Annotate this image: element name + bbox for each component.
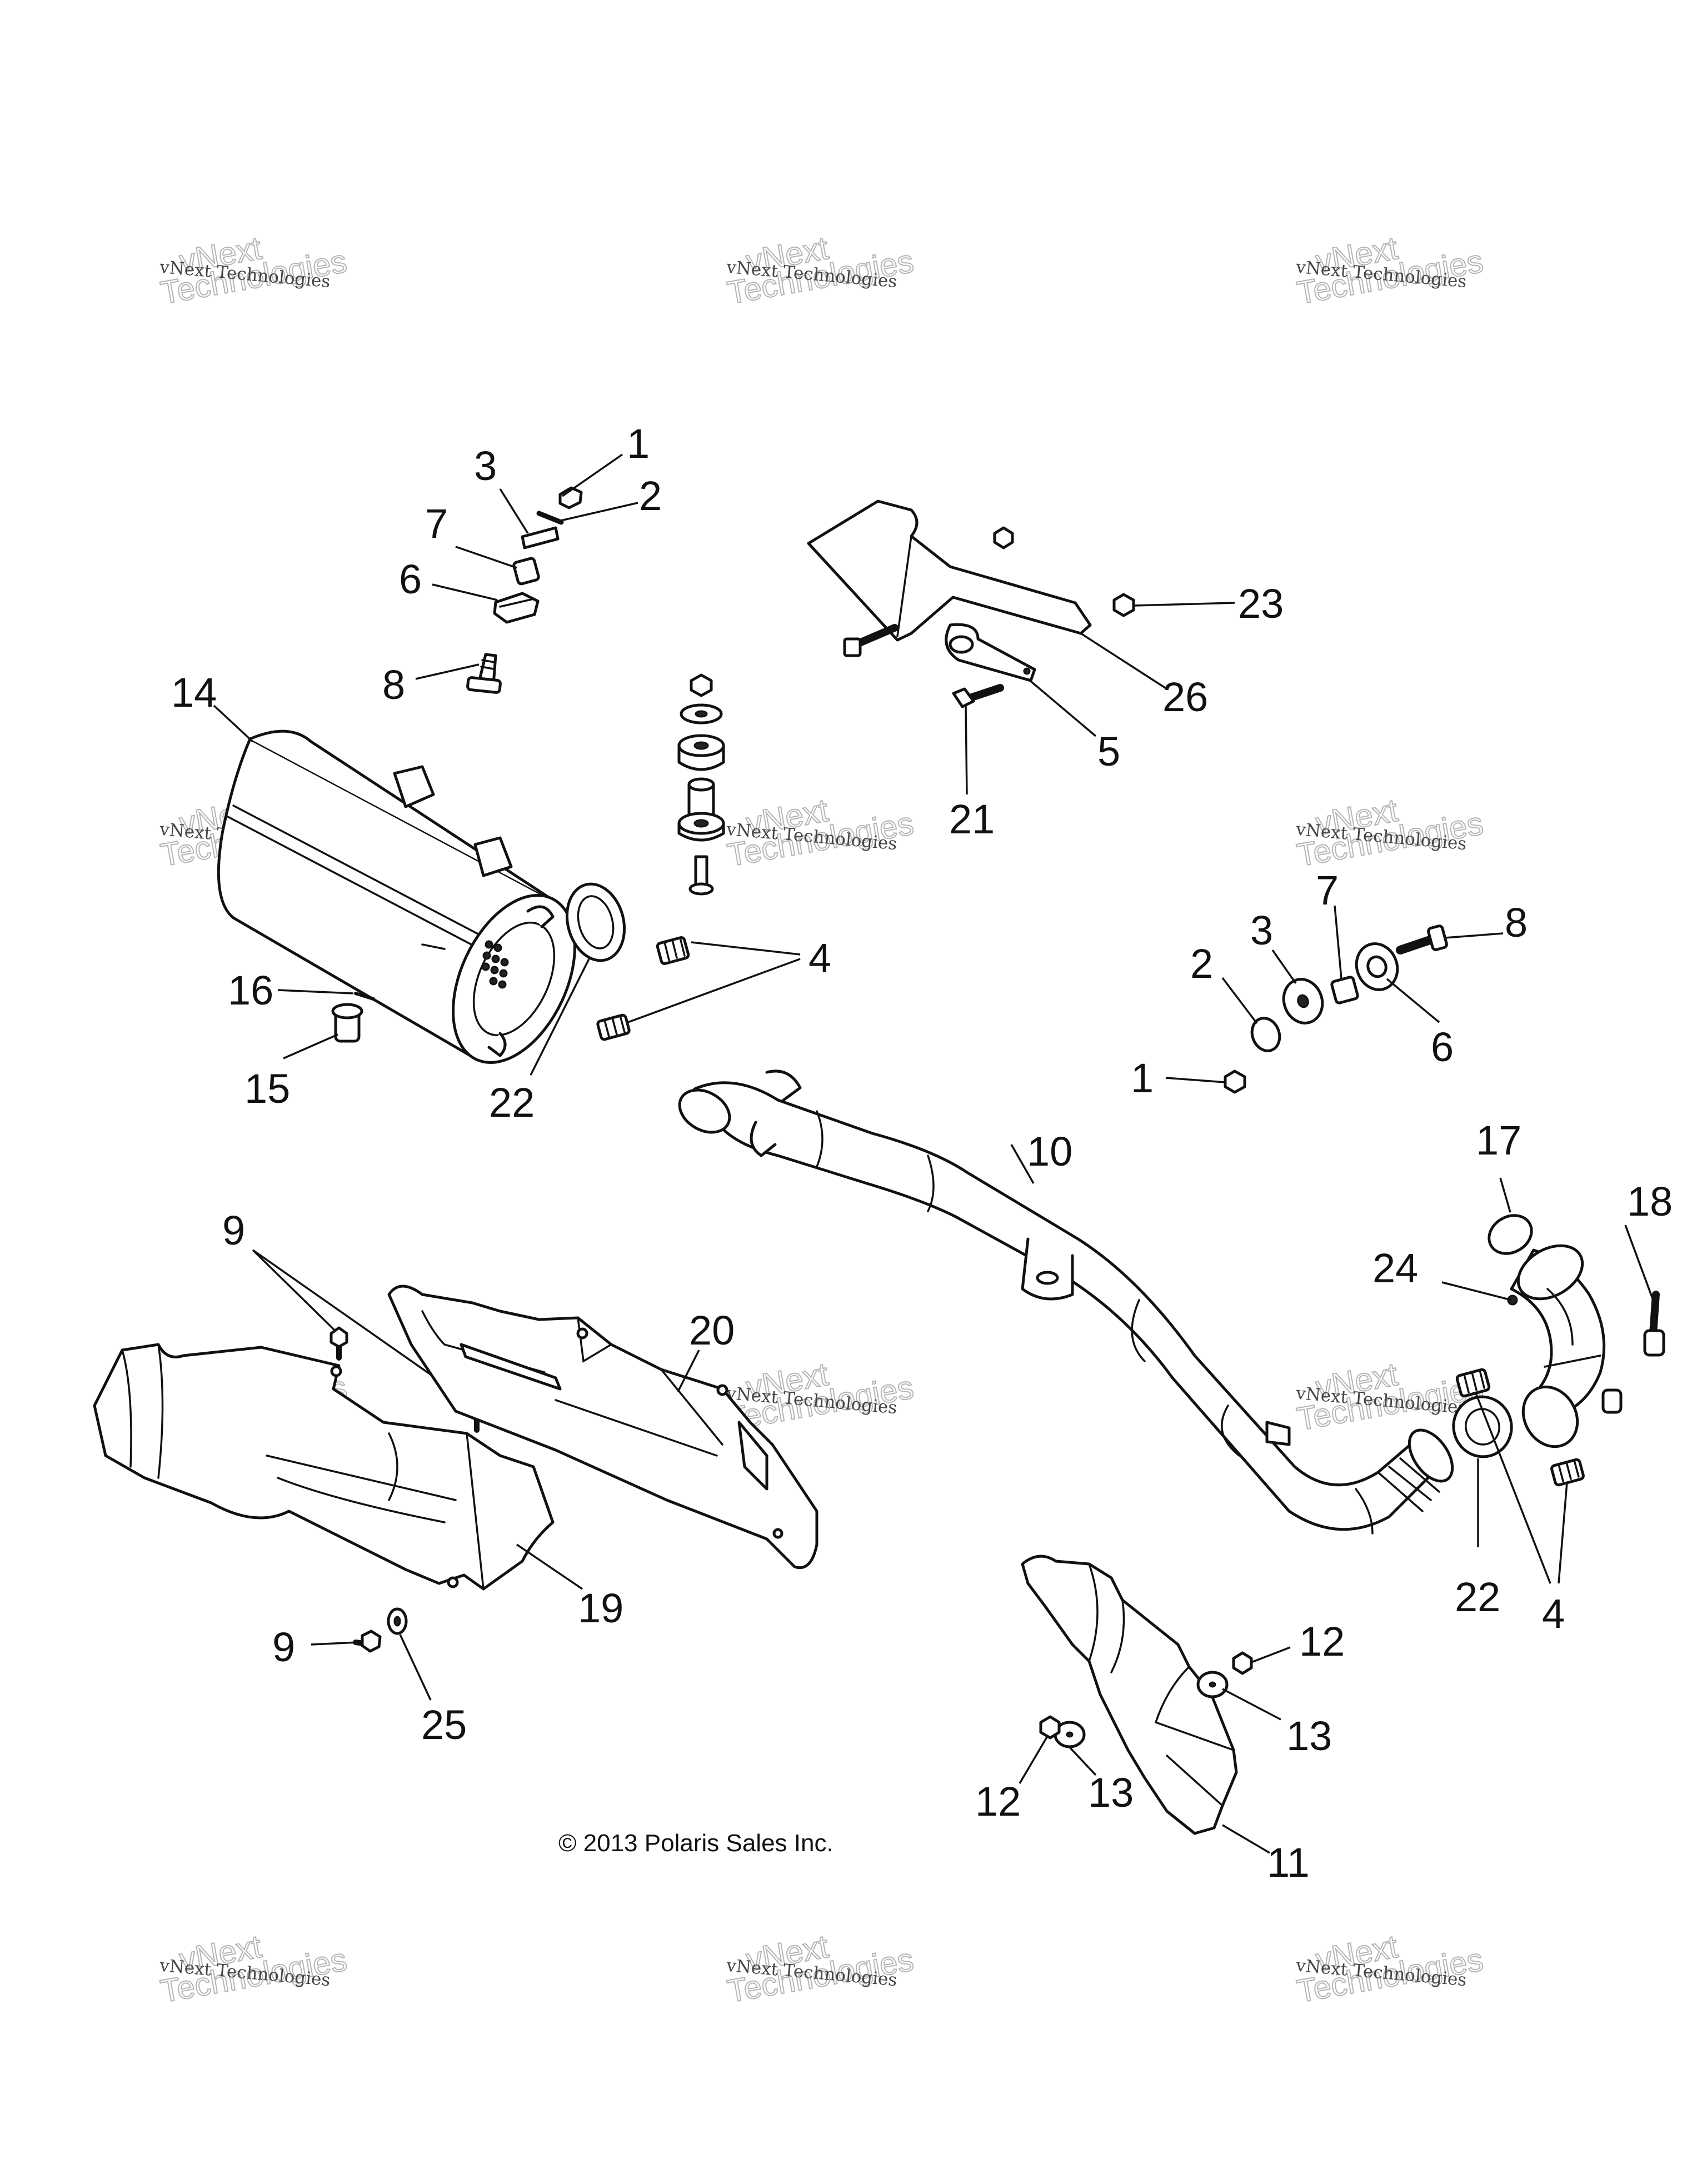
spacer-3-upper [521, 526, 560, 549]
spring-4-lower [596, 1013, 631, 1041]
callout-26: 26 [1162, 674, 1208, 720]
callout-14: 14 [171, 669, 217, 716]
nut-1-right [1224, 1069, 1246, 1094]
muffler-14 [217, 729, 576, 1064]
fitting-15 [331, 1003, 363, 1043]
watermark-bottom-center: vNext Technologies vNext Technologies [724, 1928, 917, 2010]
bushing-7-right [1330, 976, 1359, 1004]
callout-1-upper: 1 [627, 421, 650, 467]
screw-9-lower [353, 1630, 382, 1653]
callout-13-upper: 13 [1286, 1713, 1332, 1759]
copyright-notice: © 2013 Polaris Sales Inc. [558, 1830, 833, 1857]
watermark-mid-right: vNext Technologies vNext Technologies [1294, 792, 1486, 874]
callout-3-right: 3 [1250, 907, 1273, 953]
callout-9-upper: 9 [222, 1207, 245, 1253]
center-mount-stack [677, 673, 725, 896]
callout-6-right: 6 [1431, 1024, 1454, 1070]
callout-11: 11 [1267, 1840, 1310, 1886]
callout-2-upper: 2 [639, 473, 662, 519]
callout-10: 10 [1027, 1128, 1072, 1175]
callout-6-upper: 6 [399, 556, 422, 602]
callout-7-upper: 7 [425, 501, 448, 547]
gasket-17 [1488, 1214, 1533, 1255]
grommet-6-right [1355, 942, 1399, 991]
callout-15: 15 [244, 1066, 290, 1112]
bolt-8-right [1396, 924, 1448, 954]
watermark-mid-center: vNext Technologies vNext Technologies [724, 792, 917, 874]
spring-4-right-upper [1455, 1368, 1491, 1398]
nut-26-top [993, 526, 1014, 549]
bolt-8-upper [466, 653, 502, 694]
callout-22-right: 22 [1455, 1574, 1500, 1620]
nut-12-lower [1039, 1715, 1061, 1740]
callout-13-lower: 13 [1088, 1770, 1134, 1816]
callout-22-left: 22 [489, 1079, 535, 1126]
nut-1-upper [558, 486, 583, 509]
callout-18: 18 [1627, 1178, 1673, 1225]
washer-25 [387, 1607, 408, 1635]
gasket-22-left [565, 882, 626, 962]
elbow-24 [1507, 1244, 1606, 1448]
callout-16: 16 [228, 967, 273, 1013]
clamp-bolt-18-lower [1601, 1388, 1623, 1414]
callout-25: 25 [421, 1702, 467, 1748]
pin-16 [354, 992, 375, 1001]
nut-12-upper [1232, 1651, 1253, 1675]
callout-3-upper: 3 [474, 443, 497, 489]
heat-shield-20 [387, 1285, 818, 1569]
watermark-top-right: vNext Technologies vNext Technologies [1294, 229, 1486, 312]
callout-8-right: 8 [1505, 899, 1528, 946]
bracket-5 [945, 623, 1036, 682]
callout-8-upper: 8 [382, 662, 405, 708]
muffler-outlet-holes [481, 940, 509, 989]
callout-19: 19 [578, 1585, 623, 1631]
heat-shield-11 [1021, 1555, 1238, 1835]
callout-12-lower: 12 [975, 1778, 1021, 1825]
bolt-21 [952, 684, 1004, 708]
callout-4-left: 4 [808, 935, 831, 981]
callout-20: 20 [689, 1307, 735, 1353]
screw-9-upper [330, 1326, 348, 1361]
callout-4-right: 4 [1542, 1591, 1565, 1637]
gasket-22-right [1452, 1395, 1513, 1458]
watermark-bottom-left: vNext Technologies vNext Technologies [157, 1928, 350, 2010]
callout-1-right: 1 [1131, 1055, 1154, 1101]
heat-shield-26 [807, 499, 1092, 642]
callout-7-right: 7 [1316, 867, 1339, 913]
clamp-bolt-18-upper [1643, 1291, 1665, 1357]
watermark-top-left: vNext Technologies vNext Technologies [157, 229, 350, 312]
callout-23: 23 [1238, 581, 1284, 627]
callout-5: 5 [1097, 728, 1120, 774]
watermark-bottom-right: vNext Technologies vNext Technologies [1294, 1928, 1486, 2010]
callout-12-upper: 12 [1299, 1618, 1345, 1665]
callout-2-right: 2 [1190, 941, 1213, 987]
spring-4-upper [656, 936, 690, 965]
nut-23 [1112, 593, 1135, 617]
washer-13-upper [1196, 1671, 1229, 1698]
spring-4-right-lower [1550, 1458, 1585, 1487]
bolt-26 [843, 624, 899, 657]
washer-2-upper [536, 511, 564, 525]
watermark-top-center: vNext Technologies vNext Technologies [724, 229, 917, 312]
header-pipe-10 [678, 1069, 1454, 1535]
callout-17: 17 [1476, 1117, 1521, 1163]
callout-21: 21 [949, 796, 995, 842]
callout-24: 24 [1372, 1245, 1418, 1291]
callout-9-lower: 9 [272, 1624, 295, 1670]
heat-shield-19 [93, 1343, 555, 1591]
grommet-6-upper [493, 592, 540, 624]
washer-2-right [1250, 1017, 1281, 1052]
spacer-3-right [1282, 978, 1324, 1024]
bushing-7-upper [512, 557, 540, 586]
